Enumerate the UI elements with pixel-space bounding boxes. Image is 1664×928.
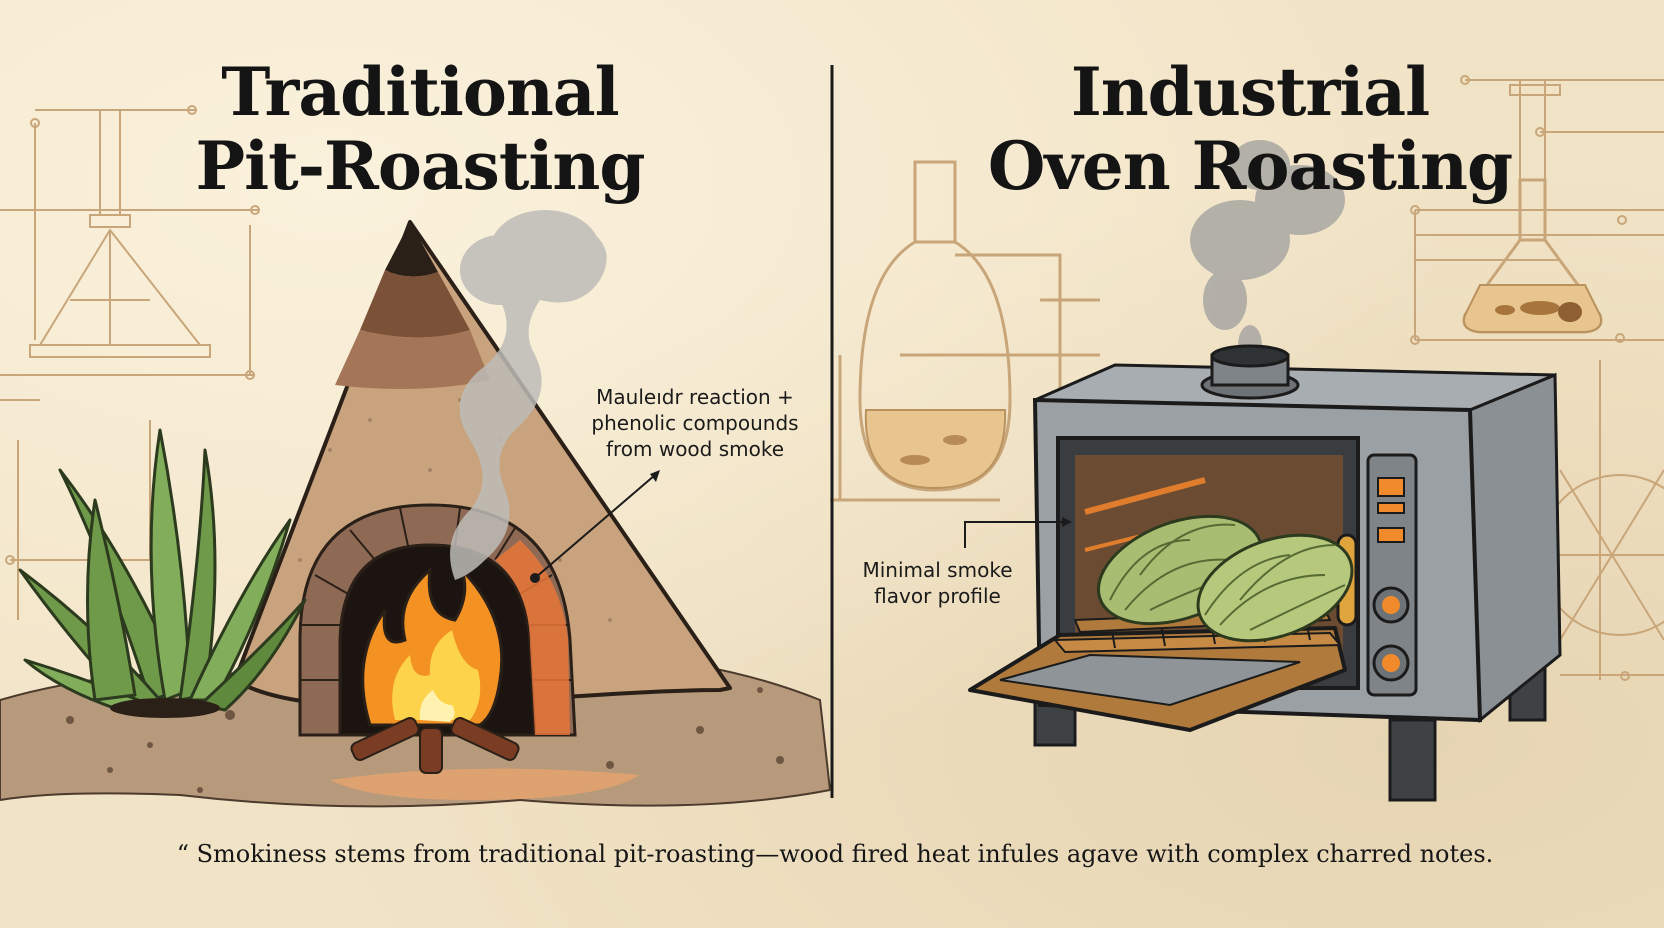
blueprint-lines-right <box>1410 75 1664 681</box>
callout-arrow-right <box>964 517 1072 548</box>
flask-liquid <box>864 409 1007 490</box>
callout-minimal-smoke: Minimal smoke flavor profile <box>845 557 1030 609</box>
title-right-line-1: Industrial <box>1070 53 1430 131</box>
caption-quote: “ Smokiness stems from traditional pit-r… <box>176 840 1494 868</box>
oven-smoke-icon <box>1190 140 1345 365</box>
title-left-line-2: Pit-Roasting <box>195 127 645 205</box>
callout-left-line-3: from wood smoke <box>605 437 785 461</box>
callout-arrow-left <box>530 470 660 583</box>
callout-left-line-1: Mauleıdr reaction + <box>596 385 794 409</box>
flask-sediment-2 <box>943 435 967 445</box>
ember-glow <box>330 768 640 800</box>
callout-maillard-reaction: Mauleıdr reaction + phenolic compounds f… <box>575 384 815 462</box>
agave-plant-icon <box>18 428 307 718</box>
title-traditional-pit-roasting: Traditional Pit-Roasting <box>150 55 690 203</box>
oven-icon <box>968 140 1562 802</box>
flask-icon <box>1462 178 1603 334</box>
title-industrial-oven-roasting: Industrial Oven Roasting <box>965 55 1535 203</box>
smoke-icon <box>450 210 607 580</box>
ground-pebbles <box>66 687 784 793</box>
callout-right-line-2: flavor profile <box>874 584 1001 608</box>
title-right-line-2: Oven Roasting <box>987 127 1513 205</box>
title-left-line-1: Traditional <box>221 53 619 131</box>
callout-right-line-1: Minimal smoke <box>862 558 1013 582</box>
flask-sediment <box>900 455 930 465</box>
callout-left-line-2: phenolic compounds <box>591 411 799 435</box>
fire-icon <box>350 566 520 774</box>
blueprint-lines-left <box>0 105 260 620</box>
agave-pina-icon <box>1096 514 1354 643</box>
